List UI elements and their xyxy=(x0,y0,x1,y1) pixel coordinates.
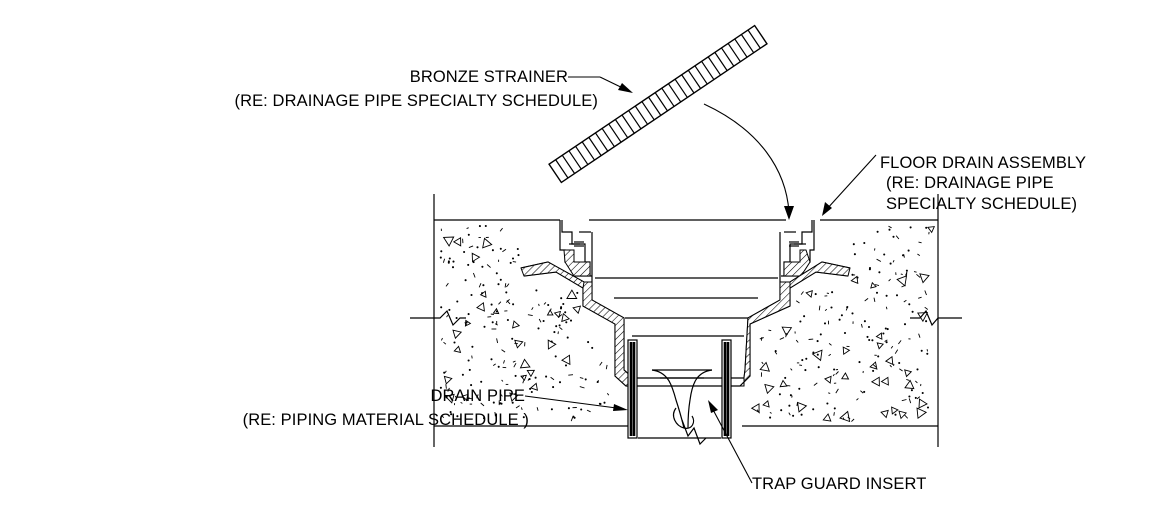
leader-arrowheads xyxy=(613,83,832,413)
floor-drain-assembly-reference-2: SPECIALTY SCHEDULE) xyxy=(886,195,1077,213)
bronze-strainer-label: BRONZE STRAINER xyxy=(410,68,568,86)
drain-pipe xyxy=(627,339,732,446)
bronze-strainer-grate xyxy=(548,24,768,184)
leader-lines xyxy=(524,76,877,484)
floor-drain-body xyxy=(520,220,851,387)
concrete-aggregate xyxy=(439,224,936,423)
drain-pipe-label: DRAIN PIPE xyxy=(430,387,525,405)
floor-drain-assembly-label: FLOOR DRAIN ASSEMBLY xyxy=(880,154,1086,172)
drain-pipe-reference: (RE: PIPING MATERIAL SCHEDULE ) xyxy=(243,411,529,429)
bronze-strainer-reference: (RE: DRAINAGE PIPE SPECIALTY SCHEDULE) xyxy=(234,92,598,110)
floor-drain-assembly-reference-1: (RE: DRAINAGE PIPE xyxy=(886,174,1054,192)
concrete-slab xyxy=(410,194,962,447)
trap-guard-insert xyxy=(651,369,713,429)
callout-labels: BRONZE STRAINER (RE: DRAINAGE PIPE SPECI… xyxy=(234,68,1086,493)
drain-body-hatching xyxy=(520,249,851,387)
trap-guard-insert-label: TRAP GUARD INSERT xyxy=(752,475,926,493)
